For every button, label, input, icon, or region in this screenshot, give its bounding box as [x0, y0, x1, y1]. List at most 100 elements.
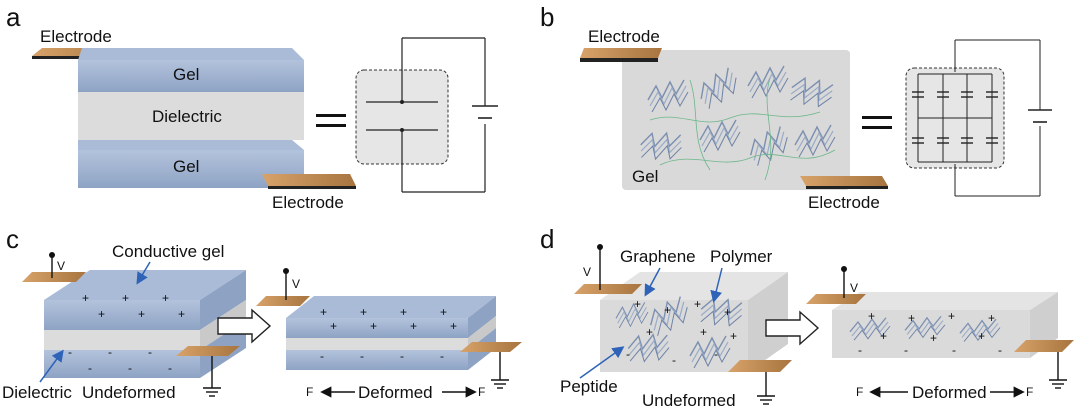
panel-d: d ++++ +++ --- V Graphene Polymer Peptid… — [540, 224, 1074, 410]
svg-text:-: - — [168, 361, 172, 375]
svg-text:+: + — [988, 311, 995, 325]
voltage-label-c: V — [57, 259, 65, 273]
svg-text:+: + — [360, 305, 367, 319]
transition-arrow-d — [765, 310, 820, 346]
panel-d-letter: d — [540, 224, 554, 254]
electrode-bottom-plate — [262, 174, 356, 186]
electrode-top-d-deformed — [806, 294, 866, 304]
svg-text:+: + — [400, 305, 407, 319]
svg-text:+: + — [178, 307, 185, 321]
electrode-bottom-c — [176, 346, 240, 356]
panel-a-letter: a — [6, 2, 21, 32]
svg-text:+: + — [162, 291, 169, 305]
svg-text:+: + — [724, 305, 731, 319]
peptide-label: Peptide — [560, 377, 618, 396]
svg-text:-: - — [952, 343, 956, 357]
electrode-bottom-d-deformed — [1014, 340, 1074, 352]
svg-text:+: + — [450, 319, 457, 333]
dielectric-label: Dielectric — [152, 107, 222, 126]
dielectric-label-c: Dielectric — [2, 383, 72, 402]
polymer-label: Polymer — [710, 247, 773, 266]
voltage-label-d: V — [583, 265, 591, 279]
transition-arrow-c — [217, 308, 272, 344]
electrode-bottom-label-b: Electrode — [808, 193, 880, 212]
panel-a: a Electrode Gel Dielectric Gel Electrode — [6, 2, 498, 212]
svg-text:+: + — [330, 319, 337, 333]
svg-text:+: + — [410, 319, 417, 333]
svg-text:-: - — [128, 361, 132, 375]
gel-top-label: Gel — [173, 65, 199, 84]
panel-b: b Electrode Gel Electrode — [540, 2, 1052, 212]
equals-sign-b — [862, 116, 892, 119]
electrode-bottom-label: Electrode — [272, 193, 344, 212]
gel-label-b: Gel — [632, 167, 658, 186]
electrode-top-d — [574, 284, 642, 294]
panel-c-letter: c — [6, 224, 19, 254]
panel-b-letter: b — [540, 2, 554, 32]
svg-text:-: - — [714, 347, 718, 361]
svg-text:-: - — [998, 343, 1002, 357]
electrode-top-c-deformed — [256, 296, 310, 306]
deformed-label-d: Deformed — [912, 383, 987, 402]
force-left-d: F — [856, 385, 863, 399]
svg-text:+: + — [82, 291, 89, 305]
svg-text:-: - — [148, 345, 152, 359]
equals-sign — [316, 114, 346, 117]
svg-text:+: + — [880, 329, 887, 343]
deformed-label-c: Deformed — [358, 383, 433, 402]
graphene-label: Graphene — [620, 247, 696, 266]
panel-c: c +++ +++ --- --- V Conductive gel Diele… — [2, 224, 522, 402]
svg-text:+: + — [694, 297, 701, 311]
svg-text:+: + — [634, 297, 641, 311]
gel-bottom-layer-c — [44, 350, 200, 378]
svg-text:+: + — [700, 325, 707, 339]
svg-text:+: + — [664, 303, 671, 317]
svg-text:+: + — [948, 309, 955, 323]
svg-text:-: - — [88, 361, 92, 375]
conductive-gel-label: Conductive gel — [112, 242, 224, 261]
electrode-top-label: Electrode — [40, 27, 112, 46]
gel-bottom-label: Gel — [173, 157, 199, 176]
voltage-label-c-right: V — [292, 277, 300, 291]
polymer-chains — [649, 77, 836, 181]
svg-text:+: + — [122, 291, 129, 305]
svg-text:+: + — [138, 307, 145, 321]
svg-text:-: - — [320, 349, 324, 363]
svg-text:-: - — [904, 343, 908, 357]
capacitor-network — [912, 39, 1052, 197]
svg-text:+: + — [98, 307, 105, 321]
electrode-top-plate-b — [580, 48, 662, 58]
dielectric-layer-c — [44, 330, 200, 350]
svg-text:+: + — [370, 319, 377, 333]
svg-text:-: - — [360, 349, 364, 363]
electrode-top-label-b: Electrode — [588, 27, 660, 46]
undeformed-label-d: Undeformed — [642, 391, 736, 410]
force-left-c: F — [306, 385, 313, 399]
gel-top-layer-c-deformed — [286, 296, 496, 318]
gel-top-layer — [78, 60, 304, 92]
svg-text:+: + — [908, 311, 915, 325]
svg-text:+: + — [930, 331, 937, 345]
svg-text:+: + — [730, 329, 737, 343]
voltage-label-d-right: V — [850, 281, 858, 295]
electrode-bottom-plate-b — [800, 176, 888, 186]
svg-text:-: - — [400, 349, 404, 363]
svg-text:+: + — [646, 325, 653, 339]
svg-text:-: - — [108, 345, 112, 359]
svg-text:-: - — [440, 349, 444, 363]
dielectric-layer — [78, 92, 304, 140]
svg-text:+: + — [440, 305, 447, 319]
electrode-top-c — [22, 272, 86, 282]
undeformed-label-c: Undeformed — [82, 383, 176, 402]
svg-text:-: - — [858, 343, 862, 357]
force-right-c: F — [478, 385, 485, 399]
gel-block-d-deformed — [832, 292, 1058, 310]
svg-text:-: - — [68, 345, 72, 359]
force-right-d: F — [1026, 385, 1033, 399]
svg-text:+: + — [978, 329, 985, 343]
svg-text:-: - — [626, 347, 630, 361]
svg-text:-: - — [672, 353, 676, 367]
electrode-bottom-d — [728, 360, 792, 372]
svg-text:+: + — [320, 305, 327, 319]
